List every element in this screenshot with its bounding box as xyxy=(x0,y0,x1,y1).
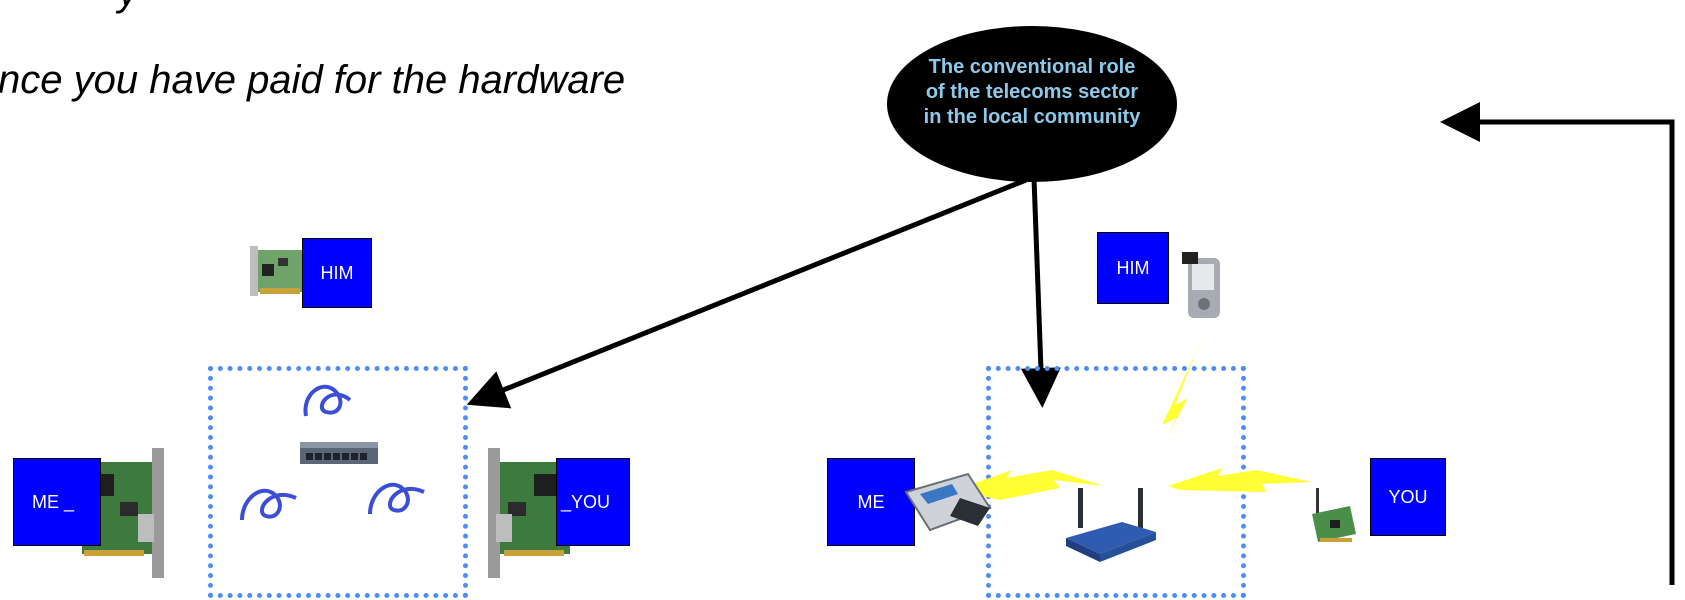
feedback-arrow xyxy=(1440,102,1675,585)
ethernet-cable-icon xyxy=(368,482,425,515)
callout-text: The conventional role of the telecoms se… xyxy=(900,55,1164,130)
network-card-icon xyxy=(250,246,304,296)
wired-network-frame xyxy=(208,366,468,598)
callout-line-1: The conventional role xyxy=(928,56,1136,78)
slide-headline: nce you have paid for the hardware xyxy=(0,58,626,102)
callout-line-2: of the telecoms sector xyxy=(925,81,1139,103)
arrow-to-wired-network xyxy=(466,177,1027,409)
wireless-pci-card-icon xyxy=(1312,488,1356,542)
me-label-box: ME _ xyxy=(13,458,101,546)
arrow-to-wireless-network xyxy=(1020,177,1061,408)
wireless-router-icon xyxy=(1066,488,1156,562)
him-label-box: HIM xyxy=(1097,232,1169,304)
ethernet-cable-icon xyxy=(240,488,297,521)
wireless-pc-card-icon xyxy=(904,472,992,532)
me-label-box: ME xyxy=(827,458,915,546)
callout-line-3: in the local community xyxy=(923,106,1141,128)
network-switch-icon xyxy=(300,442,378,464)
you-label-box: YOU xyxy=(1370,458,1446,536)
you-label-box: _YOU xyxy=(556,458,630,546)
headline-fragment: y xyxy=(118,0,138,15)
pda-device-icon xyxy=(1182,252,1220,318)
ethernet-cable-icon xyxy=(303,384,352,417)
him-label-box: HIM xyxy=(302,238,372,308)
